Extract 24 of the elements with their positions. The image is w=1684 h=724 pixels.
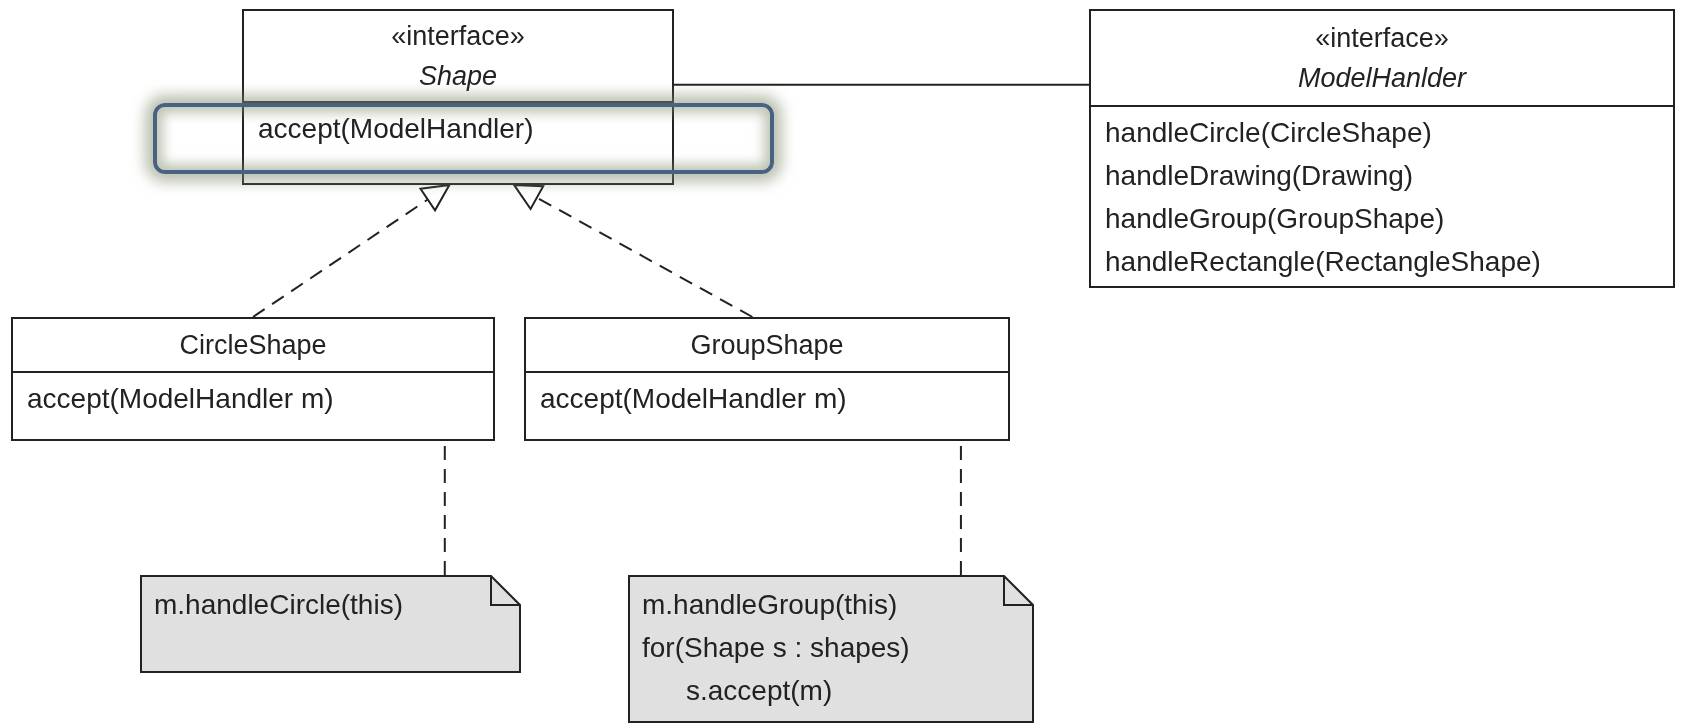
method-text: handleGroup(GroupShape) [1105, 202, 1445, 236]
class-box [242, 9, 674, 185]
method-text: accept(ModelHandler m) [27, 382, 334, 416]
class-name: Shape [418, 60, 498, 93]
class-name: GroupShape [690, 329, 844, 362]
class-box [11, 317, 495, 441]
method-text: accept(ModelHandler) [258, 112, 534, 146]
method-text: handleDrawing(Drawing) [1105, 159, 1414, 193]
class-name: ModelHanlder [1297, 62, 1467, 95]
class-name: CircleShape [179, 329, 327, 362]
stereotype-label: «interface» [391, 20, 525, 53]
class-box [524, 317, 1010, 441]
class-box [1089, 9, 1675, 288]
method-text: accept(ModelHandler m) [540, 382, 847, 416]
realization-arrow [513, 184, 754, 318]
stereotype-label: «interface» [1315, 22, 1449, 55]
method-text: handleCircle(CircleShape) [1105, 116, 1432, 150]
note-text: s.accept(m) [686, 674, 833, 708]
association-line [673, 83, 1090, 86]
note-text: for(Shape s : shapes) [642, 631, 910, 665]
realization-arrow [252, 184, 451, 318]
note-text: m.handleCircle(this) [154, 588, 403, 622]
method-text: handleRectangle(RectangleShape) [1105, 245, 1541, 279]
note-text: m.handleGroup(this) [642, 588, 898, 622]
